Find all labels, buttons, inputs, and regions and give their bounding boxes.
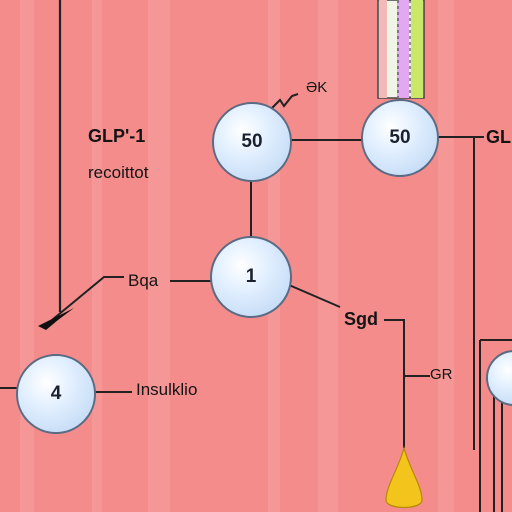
node-center: 1 [210, 236, 292, 318]
node-top-right-value: 50 [389, 127, 411, 148]
node-bottom-left-value: 4 [50, 383, 62, 404]
droplet-icon [385, 445, 423, 509]
label-gl-right: GL [486, 127, 511, 147]
squiggle-arrow [271, 93, 299, 109]
background-stripe [438, 0, 454, 512]
label-glp1: GLP'-1 [88, 126, 146, 146]
arrow-head [38, 308, 74, 330]
node-top-left: 50 [212, 102, 292, 182]
node-center-value: 1 [245, 266, 257, 287]
edge-bqa-diagonal [51, 276, 124, 321]
background-stripe [318, 0, 338, 512]
label-bk: ƏK [306, 79, 328, 96]
label-sgd: Sgd [344, 309, 378, 329]
background-stripe [148, 0, 170, 512]
edge-sgd-down [384, 319, 405, 448]
node-top-left-value: 50 [241, 131, 263, 152]
node-top-right: 50 [361, 99, 439, 177]
label-insulin: Insulklio [136, 380, 198, 399]
label-receptor: recoittot [88, 163, 149, 182]
node-bottom-left: 4 [16, 354, 96, 434]
edge-center-to-sgd [288, 284, 341, 308]
background-stripe [92, 0, 102, 512]
receptor-column [377, 0, 425, 99]
label-gr: GR [430, 366, 453, 383]
label-bqa: Bqa [128, 271, 159, 290]
